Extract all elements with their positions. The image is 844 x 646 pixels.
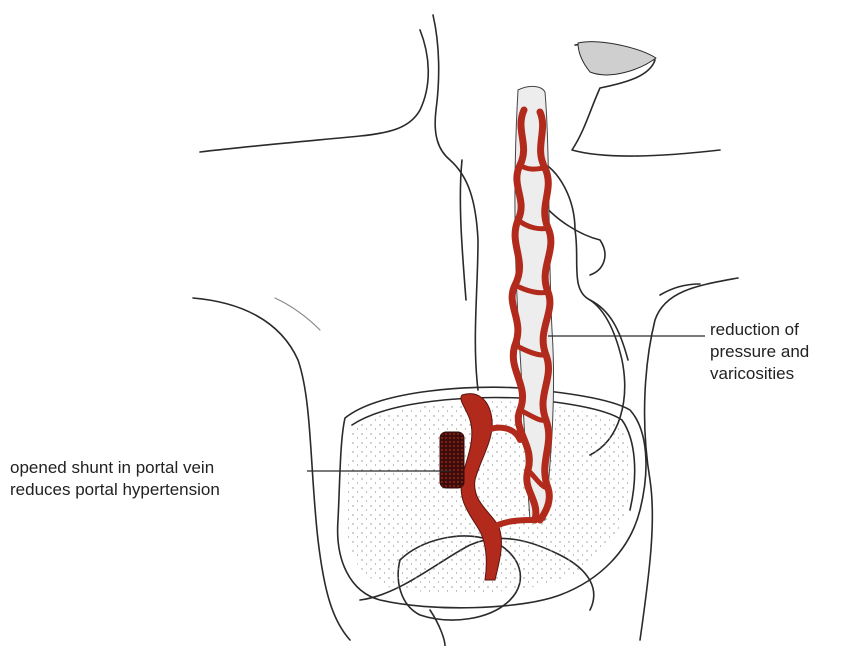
varices-annotation-line-2: pressure and [710, 341, 809, 363]
ear-shading [578, 42, 656, 75]
varices-annotation: reduction of pressure and varicosities [710, 319, 809, 385]
shunt-stent [440, 432, 464, 488]
shunt-annotation-line-1: opened shunt in portal vein [10, 457, 220, 479]
neck-left-outline [433, 15, 478, 390]
chin-outline [200, 30, 428, 152]
varices-annotation-line-3: varicosities [710, 363, 809, 385]
lower-organ-line [430, 610, 445, 646]
clavicle-mark-left [275, 298, 320, 330]
varices-annotation-line-1: reduction of [710, 319, 809, 341]
shunt-annotation: opened shunt in portal vein reduces port… [10, 457, 220, 501]
shunt-annotation-line-2: reduces portal hypertension [10, 479, 220, 501]
